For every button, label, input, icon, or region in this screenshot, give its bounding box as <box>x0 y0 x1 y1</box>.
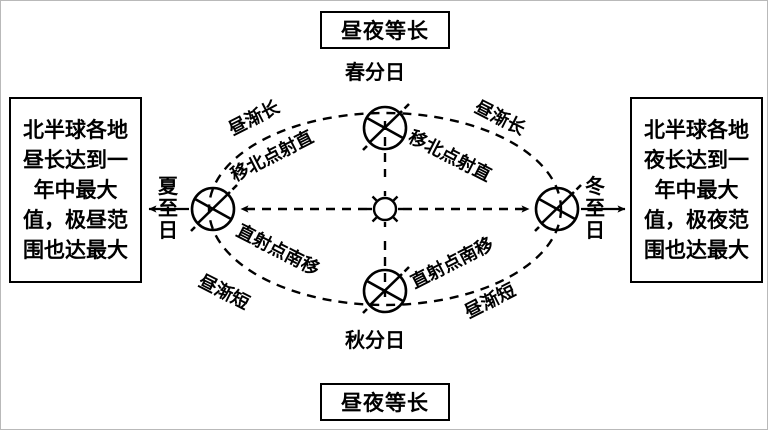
left-info-text: 北半球各地昼长达到一年中最大值，极昼范围也达最大 <box>23 118 128 262</box>
label-summer-solstice: 夏至日 <box>158 176 178 242</box>
bottom-status-text: 昼夜等长 <box>341 391 429 415</box>
label-winter-solstice: 冬至日 <box>585 176 605 242</box>
right-info-text: 北半球各地夜长达到一年中最大值，极夜范围也达最大 <box>644 118 749 262</box>
label-spring-equinox: 春分日 <box>345 62 405 84</box>
label-autumn-equinox: 秋分日 <box>345 330 405 352</box>
earth-icon-spring-equinox <box>362 103 410 151</box>
top-status-box: 昼夜等长 <box>320 11 450 49</box>
sun-icon <box>367 191 403 227</box>
earth-icon-autumn-equinox <box>362 266 410 314</box>
top-status-text: 昼夜等长 <box>341 19 429 43</box>
bottom-status-box: 昼夜等长 <box>320 383 450 421</box>
left-info-box: 北半球各地昼长达到一年中最大值，极昼范围也达最大 <box>9 97 142 283</box>
earth-icon-summer-solstice <box>190 184 238 232</box>
earth-icon-winter-solstice <box>534 184 582 232</box>
right-info-box: 北半球各地夜长达到一年中最大值，极夜范围也达最大 <box>630 97 763 283</box>
orbit-path-ellipse <box>207 111 563 307</box>
